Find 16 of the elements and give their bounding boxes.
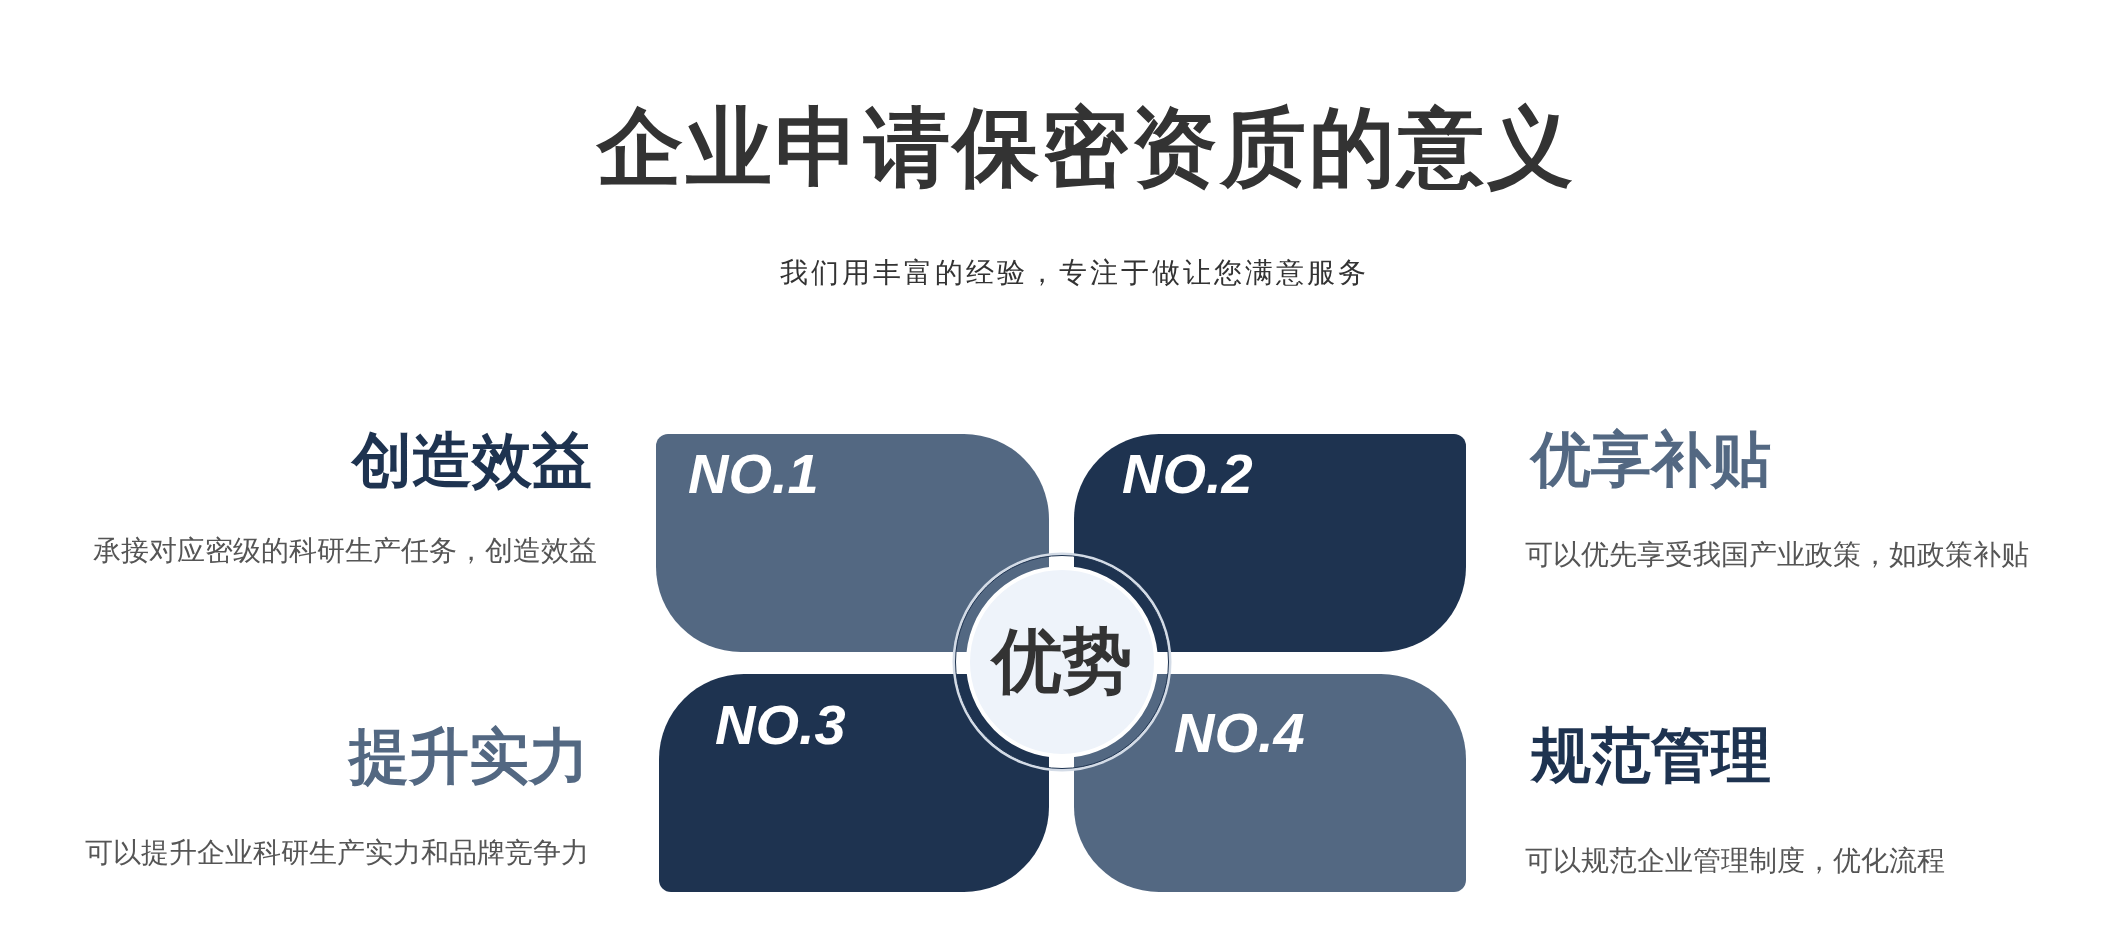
tile-number: NO.1 bbox=[688, 446, 819, 502]
description: 可以规范企业管理制度，优化流程 bbox=[1525, 847, 1945, 875]
center-circle bbox=[952, 552, 1172, 772]
tile-number: NO.4 bbox=[1174, 705, 1305, 761]
tile-number: NO.3 bbox=[715, 697, 846, 753]
description: 承接对应密级的科研生产任务，创造效益 bbox=[93, 537, 597, 565]
heading: 提升实力 bbox=[349, 727, 589, 787]
heading: 优享补贴 bbox=[1531, 430, 1771, 490]
center-label: 优势 bbox=[992, 626, 1132, 696]
heading: 创造效益 bbox=[352, 431, 592, 491]
subtitle: 我们用丰富的经验，专注于做让您满意服务 bbox=[780, 259, 1369, 287]
heading: 规范管理 bbox=[1531, 726, 1771, 786]
description: 可以提升企业科研生产实力和品牌竞争力 bbox=[85, 839, 589, 867]
title: 企业申请保密资质的意义 bbox=[597, 104, 1576, 190]
description: 可以优先享受我国产业政策，如政策补贴 bbox=[1525, 541, 2029, 569]
tile-number: NO.2 bbox=[1122, 446, 1253, 502]
